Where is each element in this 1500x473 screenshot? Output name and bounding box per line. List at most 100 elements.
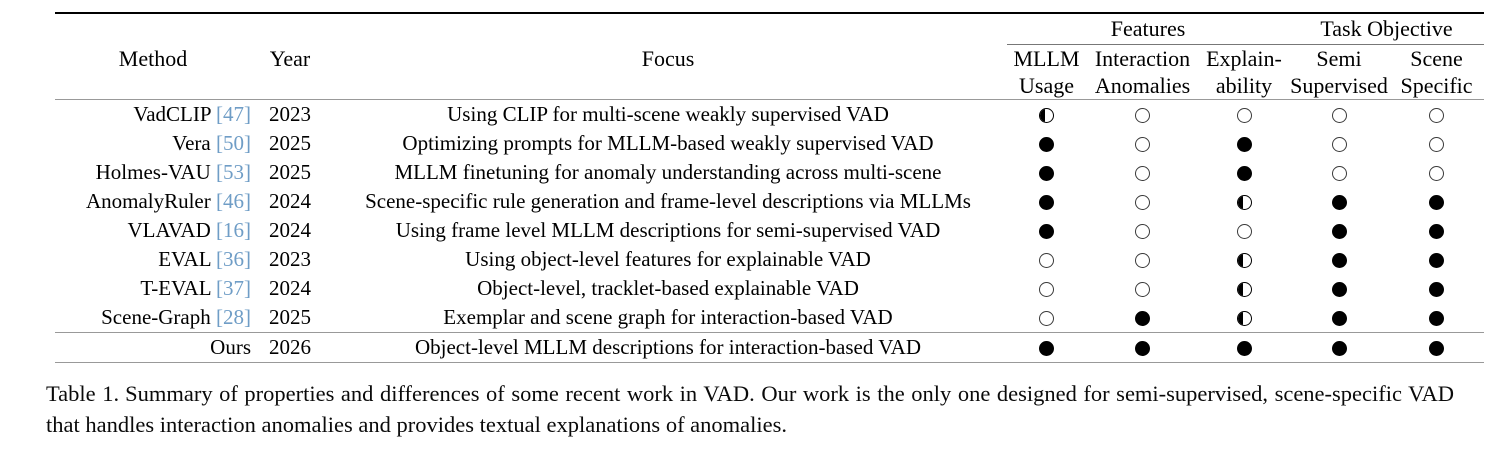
comparison-table-wrapper: Features Task Objective Method Year [55,12,1484,363]
cell-explainability [1199,100,1289,129]
scene-specific-empty-circle-icon [1429,166,1444,181]
scene-specific-full-circle-icon [1429,311,1444,326]
method-name: Ours [210,335,251,359]
cell-semi-supervised [1289,245,1389,274]
cell-interaction-anomalies [1086,333,1199,363]
cell-scene-specific [1389,216,1484,245]
method-name: EVAL [158,247,211,271]
column-header-semi-line2: Supervised [1290,73,1388,98]
cell-explainability [1199,274,1289,303]
group-header-task-objective: Task Objective [1320,16,1453,41]
column-header-interaction-anomalies: Interaction Anomalies [1086,45,1199,100]
citation-link[interactable]: [36] [216,247,251,271]
column-header-explainability-line2: ability [1215,73,1273,98]
citation-link[interactable]: [50] [216,131,251,155]
cell-semi-supervised [1289,303,1389,333]
cell-explainability [1199,303,1289,333]
interaction-anomalies-empty-circle-icon [1135,137,1150,152]
semi-supervised-full-circle-icon [1331,224,1347,239]
column-header-scene-line2: Specific [1400,73,1473,98]
citation-link[interactable]: [37] [216,276,251,300]
cell-interaction-anomalies [1086,303,1199,333]
cell-year: 2024 [269,189,311,213]
explainability-half-circle-icon [1236,253,1252,268]
mllm-usage-empty-circle-icon [1039,253,1054,268]
cell-method: T-EVAL [37] [55,274,251,303]
cell-interaction-anomalies [1086,158,1199,187]
cell-interaction-anomalies [1086,245,1199,274]
cell-focus: Using frame level MLLM descriptions for … [395,218,941,242]
semi-supervised-full-circle-icon [1331,282,1347,297]
citation-link[interactable]: [16] [216,218,251,242]
cell-mllm-usage [1007,333,1086,363]
group-header-features: Features [1110,16,1186,41]
cell-scene-specific [1389,100,1484,129]
scene-specific-empty-circle-icon [1429,137,1444,152]
table-bottom-rule [55,362,1484,363]
column-header-semi-supervised: Semi Supervised [1289,45,1389,100]
semi-supervised-full-circle-icon [1331,195,1347,210]
cell-semi-supervised [1289,158,1389,187]
mllm-usage-full-circle-icon [1039,341,1054,356]
column-header-method: Method [55,45,251,100]
cell-mllm-usage [1007,100,1086,129]
interaction-anomalies-full-circle-icon [1135,341,1150,356]
cell-mllm-usage [1007,274,1086,303]
column-header-year-line2 [251,72,329,99]
cmidrule-task-objective [1289,44,1484,45]
semi-supervised-full-circle-icon [1331,311,1347,326]
column-header-explainability: Explain- ability [1199,45,1289,100]
cell-method: VadCLIP [47] [55,100,251,129]
column-header-mllm-usage: MLLM Usage [1007,45,1086,100]
method-name: Scene-Graph [101,305,211,329]
explainability-empty-circle-icon [1236,108,1252,123]
group-header-spacer-year [251,14,329,45]
citation-link[interactable]: [53] [216,160,251,184]
cell-focus: Scene-specific rule generation and frame… [365,189,971,213]
interaction-anomalies-empty-circle-icon [1135,108,1150,123]
column-header-method-label: Method [118,46,188,71]
scene-specific-full-circle-icon [1429,253,1444,268]
cell-interaction-anomalies [1086,274,1199,303]
mllm-usage-empty-circle-icon [1039,282,1054,297]
cell-method: VLAVAD [16] [55,216,252,245]
scene-specific-full-circle-icon [1429,224,1444,239]
cell-method: Holmes-VAU [53] [55,158,251,187]
cell-mllm-usage [1007,303,1086,333]
method-name: Vera [172,131,211,155]
cell-scene-specific [1389,187,1484,216]
cell-focus: Optimizing prompts for MLLM-based weakly… [402,131,934,155]
mllm-usage-half-circle-icon [1039,108,1054,123]
semi-supervised-empty-circle-icon [1331,108,1347,123]
cell-method: Ours [55,333,251,363]
caption-text: Summary of properties and differences of… [46,381,1454,437]
cell-semi-supervised [1289,187,1389,216]
table-caption: Table 1.Summary of properties and differ… [46,378,1454,440]
explainability-full-circle-icon [1236,137,1252,152]
interaction-anomalies-empty-circle-icon [1135,195,1150,210]
cell-scene-specific [1389,303,1484,333]
column-header-year-label: Year [269,46,311,71]
citation-link[interactable]: [46] [216,189,251,213]
cell-semi-supervised [1289,129,1389,158]
cell-focus: MLLM finetuning for anomaly understandin… [394,160,942,184]
column-header-scene-specific: Scene Specific [1389,45,1484,100]
cell-interaction-anomalies [1086,129,1199,158]
cell-explainability [1199,216,1289,245]
cell-semi-supervised [1289,216,1389,245]
cell-mllm-usage [1007,245,1086,274]
citation-link[interactable]: [47] [216,102,251,126]
cell-explainability [1199,158,1289,187]
group-header-row: Features Task Objective [55,14,1484,45]
vad-comparison-table: Features Task Objective Method Year [55,12,1484,363]
mllm-usage-empty-circle-icon [1039,311,1054,326]
citation-link[interactable]: [28] [216,305,251,329]
explainability-half-circle-icon [1236,282,1252,297]
